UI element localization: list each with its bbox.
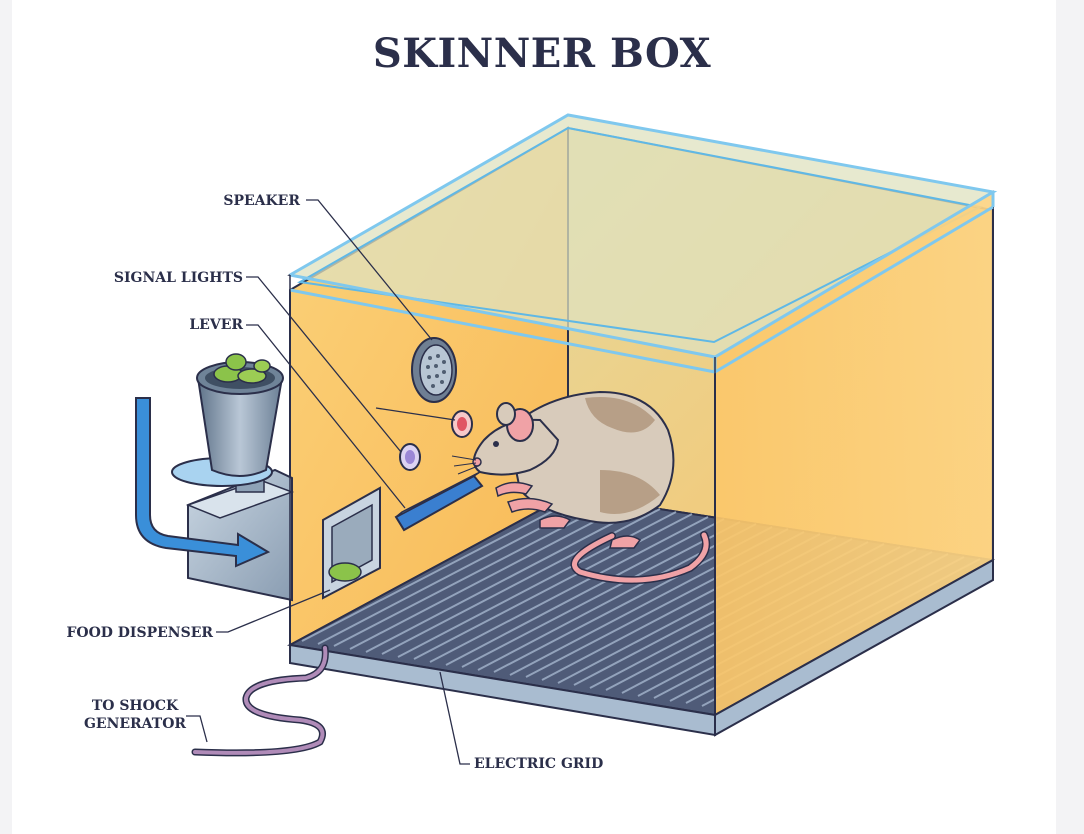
label-speaker: SPEAKER <box>223 193 300 209</box>
label-electric-grid: ELECTRIC GRID <box>474 756 604 772</box>
label-shock-line-2: GENERATOR <box>83 716 187 732</box>
rat <box>451 390 711 585</box>
label-shock-generator: TO SHOCK GENERATOR <box>80 697 190 733</box>
label-shock-line-1: TO SHOCK <box>91 698 179 714</box>
flow-arrow <box>135 397 271 568</box>
label-lever: LEVER <box>189 317 243 333</box>
glass-frame <box>289 113 998 374</box>
food-dispenser-opening <box>322 486 381 600</box>
leader-lines <box>186 199 470 765</box>
label-signal-lights: SIGNAL LIGHTS <box>113 270 243 286</box>
speaker <box>411 337 457 403</box>
signal-light-purple <box>399 443 421 471</box>
signal-light-red <box>451 410 473 438</box>
diagram-title: SKINNER BOX <box>372 30 712 77</box>
label-food-dispenser: FOOD DISPENSER <box>66 625 213 641</box>
food-dispenser-unit <box>171 353 295 602</box>
